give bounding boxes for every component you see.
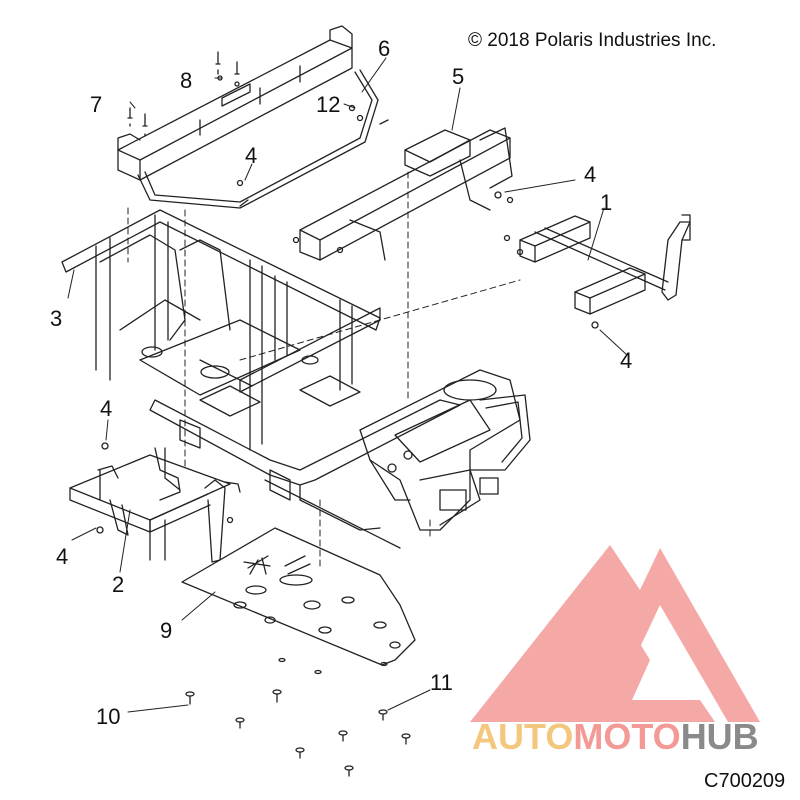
watermark-text: AUTOMOTOHUB	[472, 716, 759, 758]
callout-12: 12	[316, 92, 341, 117]
callout-6: 6	[378, 36, 391, 61]
part-6-brace	[117, 25, 389, 209]
callout-4-left: 4	[100, 396, 113, 421]
callout-10: 10	[96, 704, 121, 729]
hardware-items	[96, 104, 599, 777]
callout-5: 5	[452, 64, 465, 89]
part-3-main-frame	[61, 209, 531, 549]
part-2-footwell	[69, 447, 241, 563]
callout-8: 8	[180, 68, 193, 93]
part-1-extension	[519, 214, 691, 315]
watermark-hub: HUB	[680, 716, 759, 757]
part-5-bracket	[299, 127, 513, 261]
callout-9: 9	[160, 618, 173, 643]
copyright-text: © 2018 Polaris Industries Inc.	[468, 30, 717, 51]
watermark-moto: MOTO	[573, 716, 681, 757]
callout-1: 1	[600, 190, 613, 215]
callout-4-lower-right: 4	[620, 348, 633, 373]
callout-4-upper: 4	[245, 143, 258, 168]
watermark-auto: AUTO	[472, 716, 574, 757]
diagram-code: C700209	[704, 770, 786, 792]
assembly-lines	[127, 171, 521, 571]
callout-4-right: 4	[584, 162, 597, 187]
callout-4-lower-left: 4	[56, 544, 69, 569]
callout-2: 2	[112, 572, 125, 597]
leader-lines	[67, 57, 628, 713]
callout-3: 3	[50, 306, 63, 331]
callout-11: 11	[430, 670, 453, 695]
fasteners-7-8	[127, 51, 240, 137]
part-9-skid-plate	[181, 527, 416, 666]
callout-7: 7	[90, 92, 103, 117]
